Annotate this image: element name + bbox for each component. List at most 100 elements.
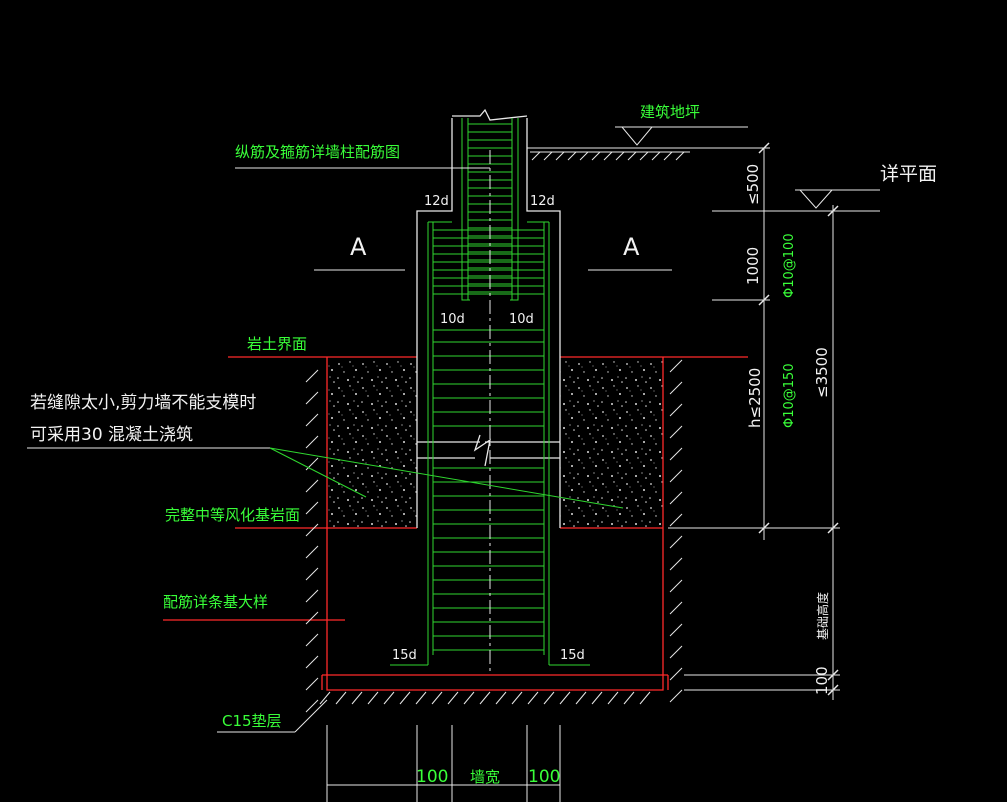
hatch-line xyxy=(431,691,443,705)
hatch-line xyxy=(607,691,619,705)
leader-lines xyxy=(27,167,490,733)
hatch-line xyxy=(669,469,683,483)
dim-100-right: 100 xyxy=(813,666,831,695)
hatch-line xyxy=(615,151,625,161)
hatch-line xyxy=(555,151,565,161)
hatch-line xyxy=(463,691,475,705)
dim-100-bottom-right: 100 xyxy=(528,767,560,787)
foundation-height-label: 基础高度 xyxy=(815,592,830,640)
hatch-line xyxy=(305,655,319,669)
dim-h-le2500: h≤2500 xyxy=(746,368,764,428)
hatch-line xyxy=(559,691,571,705)
rebar-note-label: 纵筋及箍筋详墙柱配筋图 xyxy=(235,143,400,161)
hatch-line xyxy=(383,691,395,705)
hatch-line xyxy=(305,523,319,537)
hatch-line xyxy=(305,413,319,427)
leader-lines-green xyxy=(269,447,624,509)
excavation-outline xyxy=(163,356,748,691)
hatch-line xyxy=(669,359,683,373)
hatch-line xyxy=(527,691,539,705)
rebar-detail-label: 配筋详条基大样 xyxy=(163,593,268,611)
hatch-line xyxy=(669,623,683,637)
hatch-line xyxy=(669,689,683,703)
dimension-ticks-right xyxy=(758,142,839,696)
hatch-line xyxy=(543,691,555,705)
hatch-line xyxy=(543,151,553,161)
hatch-line xyxy=(305,677,319,691)
hatch-line xyxy=(669,535,683,549)
stirrups-lower xyxy=(433,341,544,651)
dim-100-bottom-left: 100 xyxy=(416,767,448,787)
hatch-line xyxy=(651,151,661,161)
wall-outline xyxy=(416,108,561,528)
dim-12d-left: 12d xyxy=(424,194,449,209)
hatch-line xyxy=(663,151,673,161)
c15-cushion-label: C15垫层 xyxy=(222,712,282,730)
gap-note-line2: 可采用30 混凝土浇筑 xyxy=(30,425,193,445)
ground-hatch xyxy=(531,151,685,161)
side-hatch xyxy=(305,359,683,713)
hatch-line xyxy=(639,691,651,705)
dim-10d-right: 10d xyxy=(509,312,534,327)
rock-soil-interface-label: 岩土界面 xyxy=(247,335,307,353)
hatch-line xyxy=(305,369,319,383)
hatch-line xyxy=(591,691,603,705)
hatch-line xyxy=(305,633,319,647)
hatch-line xyxy=(669,491,683,505)
detail-plan-mark xyxy=(712,189,880,212)
hatch-line xyxy=(567,151,577,161)
hatch-line xyxy=(575,691,587,705)
hatch-line xyxy=(531,151,541,161)
hatch-line xyxy=(669,579,683,593)
hatch-line xyxy=(305,567,319,581)
dim-12d-right: 12d xyxy=(530,194,555,209)
dim-le500: ≤500 xyxy=(744,164,762,205)
hatch-line xyxy=(305,611,319,625)
hatch-line xyxy=(669,513,683,527)
hatch-line xyxy=(669,425,683,439)
hatch-line xyxy=(415,691,427,705)
hatch-line xyxy=(305,435,319,449)
dim-15d-left: 15d xyxy=(392,648,417,663)
hatch-line xyxy=(669,645,683,659)
hatch-line xyxy=(305,501,319,515)
hatch-line xyxy=(669,601,683,615)
hatch-line xyxy=(305,545,319,559)
dim-15d-right: 15d xyxy=(560,648,585,663)
hatch-line xyxy=(305,479,319,493)
dimension-lines-bottom xyxy=(326,725,561,802)
hatch-line xyxy=(669,447,683,461)
hatch-line xyxy=(305,457,319,471)
hatch-line xyxy=(639,151,649,161)
hatch-line xyxy=(399,691,411,705)
section-right-label: A xyxy=(623,233,640,261)
hatch-line xyxy=(305,699,319,713)
gap-note-line1: 若缝隙太小,剪力墙不能支模时 xyxy=(30,393,256,413)
hatch-line xyxy=(367,691,379,705)
hatch-line xyxy=(579,151,589,161)
wall-width-label: 墙宽 xyxy=(470,768,500,786)
dim-stirrup-150: Φ10@150 xyxy=(782,363,797,428)
hatch-line xyxy=(669,403,683,417)
backfill-left xyxy=(327,359,417,528)
hatch-line xyxy=(305,589,319,603)
bedrock-surface-label: 完整中等风化基岩面 xyxy=(165,506,300,524)
hatch-line xyxy=(351,691,363,705)
section-left-label: A xyxy=(350,233,367,261)
dimension-lines-right xyxy=(668,147,840,700)
hatch-line xyxy=(603,151,613,161)
hatch-line xyxy=(669,667,683,681)
hatch-line xyxy=(511,691,523,705)
hatch-line xyxy=(319,691,331,705)
hatch-line xyxy=(335,691,347,705)
hatch-line xyxy=(305,391,319,405)
backfill-right xyxy=(560,359,663,528)
detail-plan-label: 详平面 xyxy=(880,163,937,185)
hatch-line xyxy=(591,151,601,161)
dim-1000: 1000 xyxy=(744,247,762,285)
hatch-line xyxy=(447,691,459,705)
floor-grade-surface xyxy=(527,126,748,153)
hatch-line xyxy=(495,691,507,705)
hatch-line xyxy=(627,151,637,161)
